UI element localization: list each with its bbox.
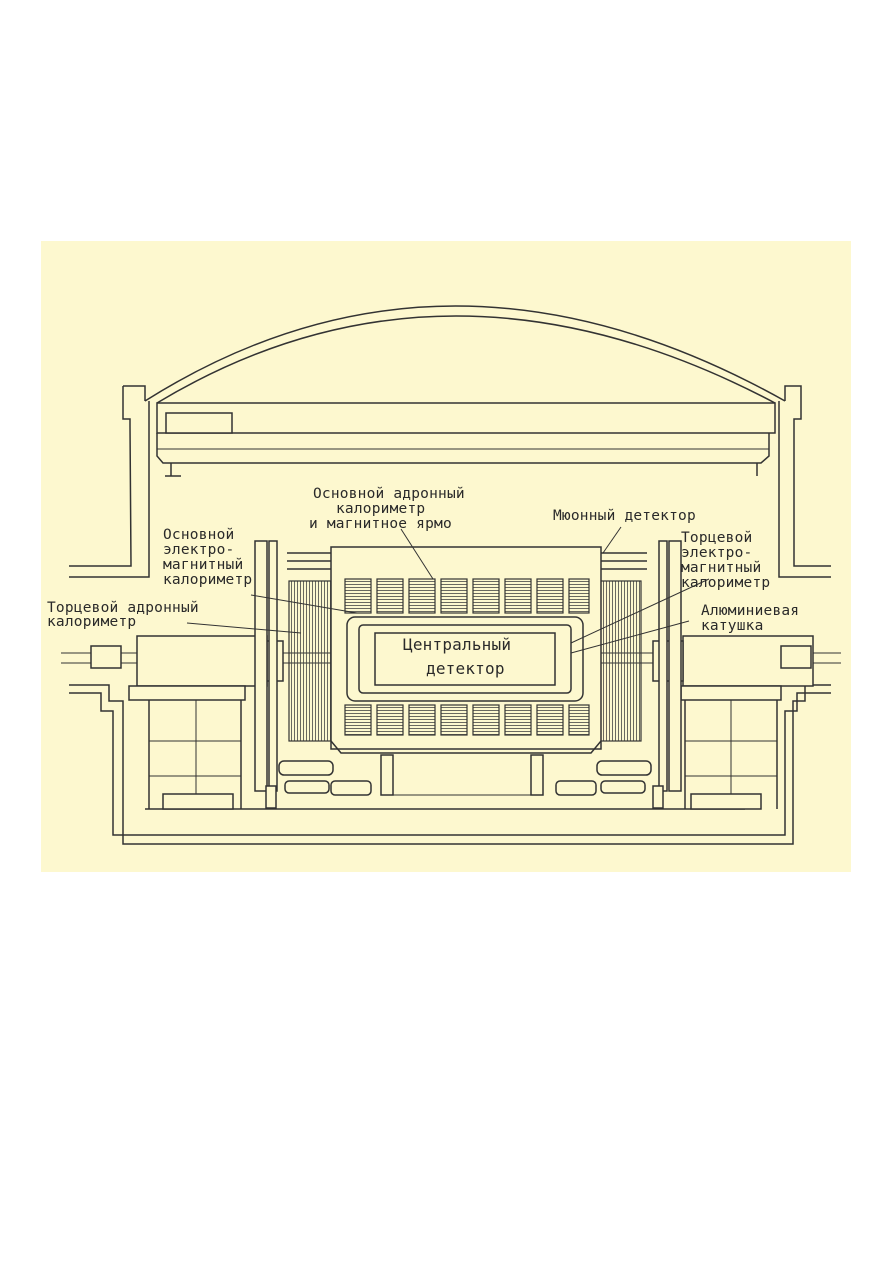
hall-walls bbox=[69, 385, 831, 578]
label-endcap-em-calorimeter-2: электро- bbox=[681, 545, 752, 561]
endcap-hadron-module-left bbox=[90, 635, 284, 810]
label-main-em-calorimeter-3: магнитный bbox=[163, 557, 243, 573]
overhead-crane bbox=[156, 402, 776, 477]
leader-lines bbox=[186, 526, 710, 654]
label-main-em-calorimeter-2: электро- bbox=[163, 542, 234, 558]
label-main-em-calorimeter-1: Основной bbox=[163, 527, 234, 543]
label-main-hadron-calorimeter-2: калориметр bbox=[336, 501, 425, 517]
hall-floor bbox=[69, 684, 831, 845]
label-main-hadron-calorimeter-1: Основной адронный bbox=[313, 486, 465, 502]
label-muon-detector: Мюонный детектор bbox=[553, 508, 696, 524]
detector-diagram: Основной адронный калориметр и магнитное… bbox=[41, 241, 851, 872]
hall-dome bbox=[144, 305, 786, 404]
hadron-calorimeter-bottom bbox=[344, 704, 590, 736]
label-central-detector-1: Центральный bbox=[403, 635, 511, 654]
label-endcap-em-calorimeter-4: калориметр bbox=[681, 575, 770, 591]
label-central-detector-2: детектор bbox=[426, 659, 505, 678]
label-main-em-calorimeter-4: калориметр bbox=[163, 572, 252, 588]
label-endcap-em-calorimeter-1: Торцевой bbox=[681, 530, 752, 546]
detector-drawing: Основной адронный калориметр и магнитное… bbox=[47, 305, 841, 845]
label-main-hadron-calorimeter-3: и магнитное ярмо bbox=[309, 516, 452, 532]
aluminum-coil-ring bbox=[346, 616, 584, 702]
label-aluminum-coil-1: Алюминиевая bbox=[701, 603, 799, 619]
label-endcap-em-calorimeter-3: магнитный bbox=[681, 560, 761, 576]
hadron-calorimeter-top bbox=[344, 578, 590, 614]
label-aluminum-coil-2: катушка bbox=[701, 618, 764, 634]
support-legs bbox=[265, 754, 664, 809]
muon-columns-left bbox=[254, 540, 682, 792]
endcap-hadron-module-right bbox=[652, 635, 814, 810]
label-endcap-hadron-calorimeter-1: Торцевой адронный bbox=[47, 600, 199, 616]
label-endcap-hadron-calorimeter-2: калориметр bbox=[47, 614, 136, 630]
